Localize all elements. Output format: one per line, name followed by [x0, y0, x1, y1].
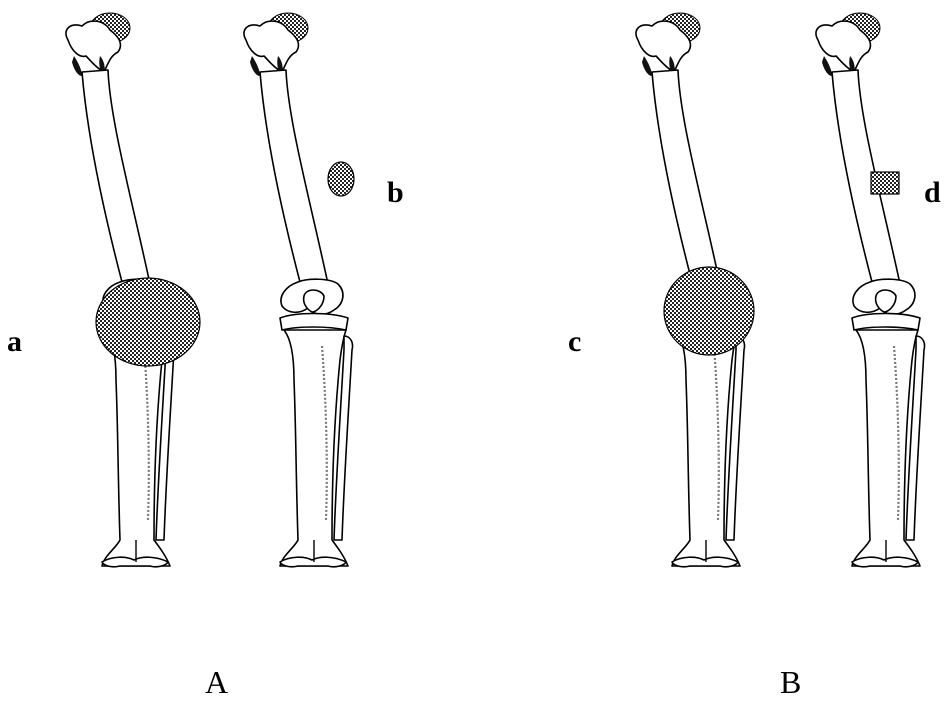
label-c: c	[568, 325, 581, 358]
leg-a	[66, 13, 200, 567]
lesion-c	[664, 267, 754, 355]
leg-b	[244, 13, 353, 567]
label-b: b	[387, 176, 404, 209]
leg-d	[816, 13, 925, 567]
panel-b: c d B	[568, 13, 941, 700]
lesion-d	[871, 172, 899, 194]
leg-c	[636, 13, 754, 567]
panel-label-b: B	[780, 664, 801, 700]
lesion-a	[96, 278, 200, 366]
label-d: d	[924, 176, 941, 209]
label-a: a	[7, 325, 22, 358]
lesion-b	[328, 162, 354, 196]
panel-a: a b A	[7, 13, 404, 700]
panel-label-a: A	[205, 664, 228, 700]
